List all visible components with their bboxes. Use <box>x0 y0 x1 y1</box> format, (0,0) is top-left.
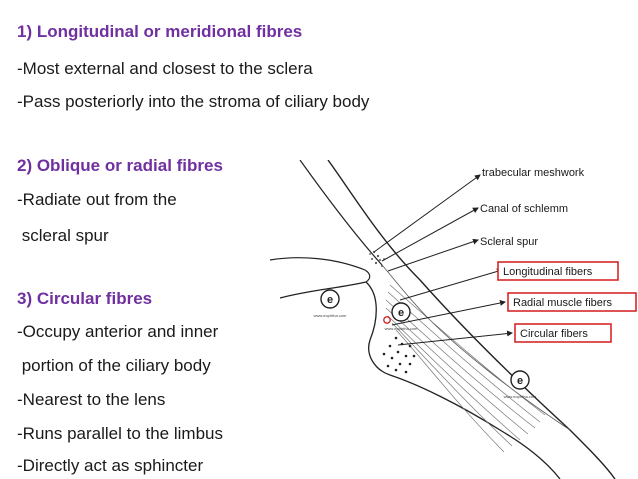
label-canal-of-schlemm: Canal of schlemm <box>480 203 568 215</box>
scleral-inner-line <box>381 264 571 431</box>
text-line: -Nearest to the lens <box>17 390 166 409</box>
text-line: -Pass posteriorly into the stroma of cil… <box>17 92 370 111</box>
watermark-text: www.eophtha.com <box>385 326 418 331</box>
leader-lines <box>373 174 513 346</box>
ciliary-body-svg: e www.eophtha.com e www.eophtha.com e ww… <box>270 160 637 479</box>
label-box-longitudinal <box>497 261 619 281</box>
heading-oblique-fibres: 2) Oblique or radial fibres <box>17 156 223 175</box>
watermark-text: www.eophtha.com <box>504 394 537 399</box>
trabecular-stipple <box>369 250 385 267</box>
label-trabecular-meshwork: trabecular meshwork <box>482 167 585 179</box>
label-longitudinal-fibers: Longitudinal fibers <box>503 266 593 278</box>
text-line: -Occupy anterior and inner <box>17 322 219 341</box>
label-circular-fibers: Circular fibers <box>520 328 588 340</box>
label-box-radial <box>507 292 637 312</box>
text-line: scleral spur <box>17 226 109 245</box>
svg-text:e: e <box>517 375 523 387</box>
svg-text:e: e <box>327 294 333 306</box>
watermark-e-icon: e www.eophtha.com <box>385 302 418 331</box>
label-radial-muscle-fibers: Radial muscle fibers <box>513 297 613 309</box>
text-line: portion of the ciliary body <box>17 356 211 375</box>
sclera-outer-curve <box>327 160 616 479</box>
watermark-e-icon: e www.eophtha.com <box>504 370 537 399</box>
svg-text:e: e <box>398 307 404 319</box>
cornea-curve <box>299 160 383 266</box>
ciliary-body-diagram: e www.eophtha.com e www.eophtha.com e ww… <box>270 160 638 479</box>
watermark-text: www.eophtha.com <box>314 313 347 318</box>
red-marker-icon <box>383 316 391 324</box>
label-box-circular <box>514 323 612 343</box>
watermark-e-icon: e www.eophtha.com <box>314 289 347 318</box>
label-scleral-spur: Scleral spur <box>480 236 538 248</box>
heading-circular-fibres: 3) Circular fibres <box>17 289 153 308</box>
text-line: -Directly act as sphincter <box>17 456 204 475</box>
iris-shape <box>270 257 371 299</box>
heading-longitudinal-fibres: 1) Longitudinal or meridional fibres <box>17 22 303 41</box>
text-line: -Most external and closest to the sclera <box>17 59 313 78</box>
text-line: -Radiate out from the <box>17 190 177 209</box>
text-line: -Runs parallel to the limbus <box>17 424 223 443</box>
ciliary-body-outline <box>365 281 561 479</box>
